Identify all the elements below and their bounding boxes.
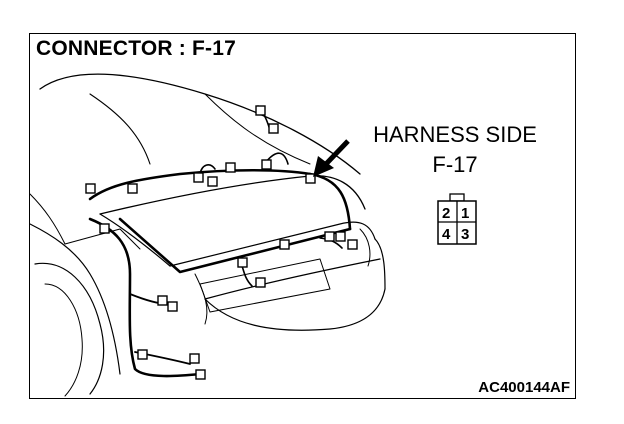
pin-1: 1 [461, 205, 469, 222]
harness-connector-id: F-17 [432, 152, 478, 177]
arrow-icon [313, 139, 350, 177]
pin-4: 4 [442, 226, 451, 243]
harness-label: HARNESS SIDE F-17 [360, 120, 550, 180]
vehicle-drawing: 2 1 4 3 [30, 73, 477, 397]
connector-title: CONNECTOR : F-17 [36, 37, 236, 60]
figure-code: AC400144AF [478, 379, 570, 396]
pin-2: 2 [442, 205, 450, 222]
pin-3: 3 [461, 226, 469, 243]
harness-side-text: HARNESS SIDE [373, 122, 537, 147]
connector-face: 2 1 4 3 [437, 193, 477, 245]
diagram-frame: CONNECTOR : F-17 [29, 33, 576, 399]
